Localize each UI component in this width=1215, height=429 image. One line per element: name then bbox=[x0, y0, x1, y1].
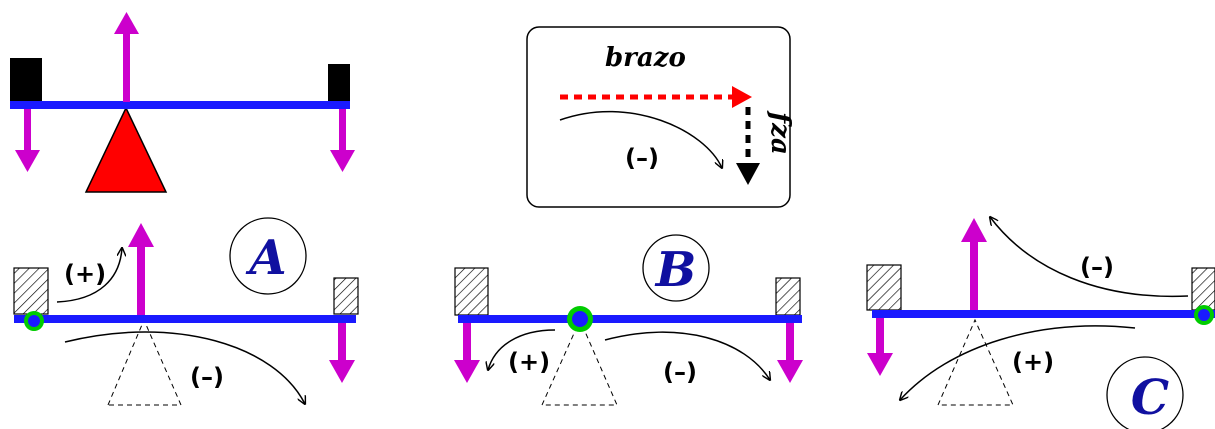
panel-a-letter: A bbox=[245, 230, 286, 286]
panel-a-sign-right: (–) bbox=[190, 363, 224, 391]
panel-b-positive-rotation-arrow bbox=[488, 329, 556, 370]
panel-a-right-weight bbox=[333, 277, 359, 315]
torque-legend-box: brazo fza (–) bbox=[526, 26, 795, 208]
panel-c-positive-rotation-arrow bbox=[900, 325, 1136, 400]
panel-a: (+) (–) A bbox=[13, 217, 359, 406]
panel-a-lever-beam bbox=[14, 315, 356, 323]
panel-c-sign-top: (–) bbox=[1080, 253, 1114, 281]
panel-c-lever-beam bbox=[872, 310, 1215, 318]
panel-b-sign-left: (+) bbox=[508, 348, 550, 376]
panel-c-right-weight bbox=[1191, 267, 1215, 311]
panel-a-upward-force-arrow bbox=[128, 223, 154, 315]
panel-b-letter: B bbox=[654, 242, 697, 298]
panel-c-fulcrum-outline bbox=[937, 318, 1014, 406]
panel-a-letter-circle bbox=[229, 217, 307, 295]
panel-a-positive-rotation-arrow bbox=[56, 248, 122, 303]
panel-b-left-weight bbox=[454, 267, 489, 316]
panel-b-lever-beam bbox=[458, 315, 802, 323]
arm-label: brazo bbox=[605, 43, 686, 73]
panel-a-sign-left: (+) bbox=[64, 260, 106, 288]
panel-b: (+) (–) B bbox=[454, 234, 803, 406]
arm-arrowhead bbox=[732, 86, 752, 108]
force-label: fza bbox=[765, 110, 795, 155]
panel-b-sign-right: (–) bbox=[663, 358, 697, 386]
panel-b-letter-circle bbox=[642, 234, 710, 302]
panel-a-fulcrum-outline bbox=[107, 318, 182, 406]
real-lever-group bbox=[10, 12, 355, 193]
panel-c-letter: C bbox=[1131, 370, 1169, 426]
panel-b-left-downward-force-arrow bbox=[454, 323, 480, 383]
right-downward-force-arrow bbox=[330, 109, 355, 172]
panel-c-negative-rotation-arrow bbox=[990, 217, 1189, 298]
panel-c-letter-circle bbox=[1106, 356, 1184, 429]
panel-c-upward-force-arrow bbox=[961, 218, 987, 310]
panel-b-right-weight bbox=[775, 277, 801, 316]
left-weight-block bbox=[10, 58, 42, 102]
legend-rotation-arrow bbox=[559, 110, 722, 168]
panel-c-sign-bottom: (+) bbox=[1012, 348, 1054, 376]
panel-c-left-weight bbox=[866, 264, 902, 311]
panel-b-negative-rotation-arrow bbox=[604, 331, 770, 380]
upward-force-arrow bbox=[114, 12, 139, 102]
force-arrowhead bbox=[736, 163, 760, 185]
panel-c: (–) (+) C bbox=[866, 217, 1215, 429]
panel-c-downward-force-arrow bbox=[867, 318, 893, 376]
lever-beam bbox=[10, 101, 350, 109]
right-weight-block bbox=[328, 64, 350, 102]
panel-a-downward-force-arrow bbox=[329, 323, 355, 383]
fulcrum-triangle bbox=[84, 106, 168, 193]
left-downward-force-arrow bbox=[15, 109, 40, 172]
panel-b-fulcrum-outline bbox=[541, 318, 618, 406]
legend-frame bbox=[526, 26, 791, 208]
panel-a-left-weight bbox=[13, 267, 49, 315]
panel-a-negative-rotation-arrow bbox=[64, 331, 305, 404]
panel-b-right-downward-force-arrow bbox=[777, 323, 803, 383]
legend-sign: (–) bbox=[625, 144, 659, 172]
